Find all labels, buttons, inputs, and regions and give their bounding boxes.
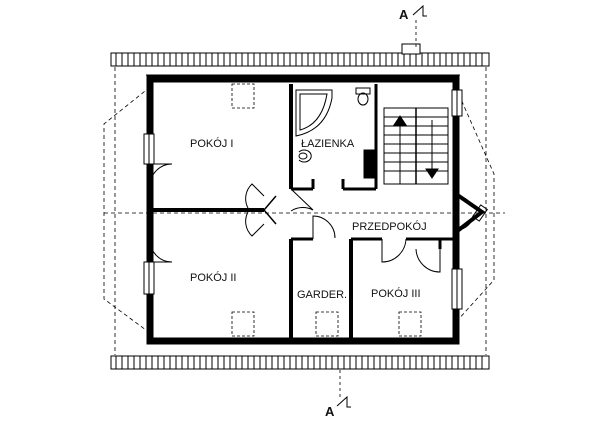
skylights bbox=[231, 83, 422, 337]
room-label-pokoj-1: POKÓJ I bbox=[190, 137, 233, 150]
section-marker-top: A bbox=[399, 4, 427, 48]
room-label-pokoj-2: POKÓJ II bbox=[190, 271, 236, 284]
windows bbox=[143, 89, 463, 310]
staircase bbox=[363, 107, 449, 185]
door-swings bbox=[149, 163, 441, 273]
section-label-bottom: A bbox=[325, 404, 335, 419]
section-label-top: A bbox=[399, 7, 409, 22]
bathroom-fixtures bbox=[295, 87, 371, 163]
roof-eave-top bbox=[110, 43, 490, 67]
room-label-pokoj-3: POKÓJ III bbox=[371, 287, 421, 300]
section-marker-bottom: A bbox=[325, 370, 351, 419]
room-label-przedpokoj: PRZEDPOKÓJ bbox=[352, 220, 427, 233]
roof-eave-bottom bbox=[110, 355, 490, 370]
interior-walls bbox=[150, 84, 456, 341]
room-label-lazienka: ŁAZIENKA bbox=[301, 138, 355, 150]
room-label-garder: GARDER. bbox=[297, 289, 347, 301]
right-bay bbox=[454, 192, 488, 234]
